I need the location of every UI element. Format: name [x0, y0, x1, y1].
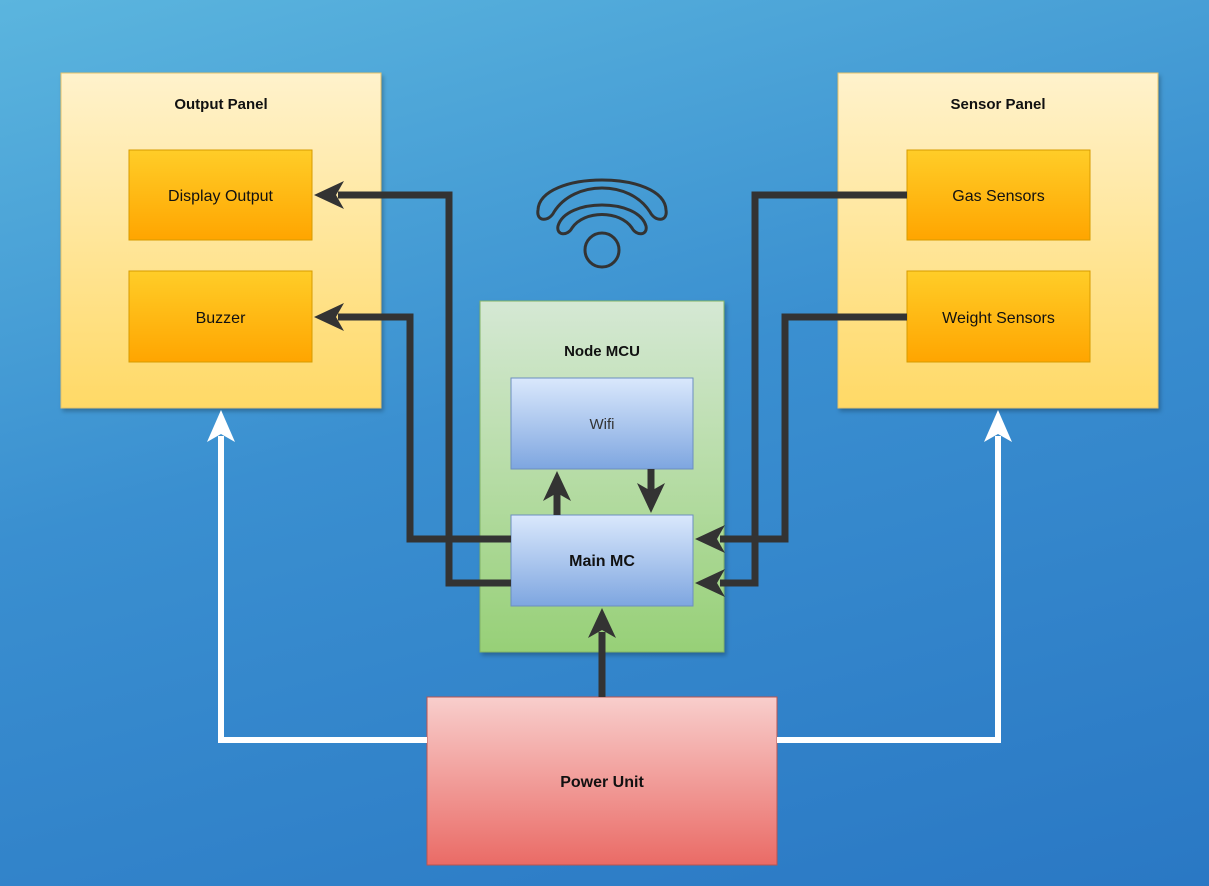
weight-sensors-label: Weight Sensors	[942, 310, 1055, 327]
arrow-into-wifi	[543, 471, 571, 501]
display-output-label: Display Output	[168, 188, 273, 205]
buzzer-label: Buzzer	[196, 310, 246, 327]
data-arrowheads	[314, 181, 725, 638]
gas-sensors-label: Gas Sensors	[952, 188, 1044, 205]
power-connectors	[218, 436, 1001, 743]
line-power-to-sensor-panel	[777, 436, 1001, 743]
line-power-to-output-panel	[218, 436, 427, 743]
arrow-into-mainmc-top	[695, 525, 725, 553]
gas-sensors-block: Gas Sensors	[906, 149, 1091, 241]
power-unit-block: Power Unit	[426, 696, 778, 866]
output-panel-title: Output Panel	[174, 96, 267, 113]
arrow-into-mainmc-bottom	[695, 569, 725, 597]
main-mc-label: Main MC	[569, 553, 635, 570]
arrow-into-mainmc-from-power	[588, 608, 616, 638]
buzzer-block: Buzzer	[128, 270, 313, 363]
line-mainmc-to-buzzer	[338, 313, 511, 543]
line-weight-to-mainmc	[720, 313, 907, 543]
display-output-block: Display Output	[128, 149, 313, 241]
weight-sensors-block: Weight Sensors	[906, 270, 1091, 363]
main-mc-block: Main MC	[510, 514, 694, 607]
arrow-into-output-panel	[207, 410, 235, 442]
wifi-block: Wifi	[510, 377, 694, 470]
wifi-icon	[536, 178, 668, 269]
arrow-into-mainmc-from-wifi	[637, 483, 665, 513]
sensor-panel-title: Sensor Panel	[950, 96, 1045, 113]
data-connectors	[338, 191, 907, 697]
arrow-into-sensor-panel	[984, 410, 1012, 442]
node-mcu-title: Node MCU	[564, 343, 640, 360]
wifi-label: Wifi	[590, 416, 615, 433]
line-mainmc-to-display	[338, 191, 511, 587]
line-gas-to-mainmc	[720, 191, 907, 587]
arrow-into-display	[314, 181, 344, 209]
power-unit-label: Power Unit	[560, 774, 644, 791]
power-arrowheads	[207, 410, 1012, 442]
arrow-into-buzzer	[314, 303, 344, 331]
